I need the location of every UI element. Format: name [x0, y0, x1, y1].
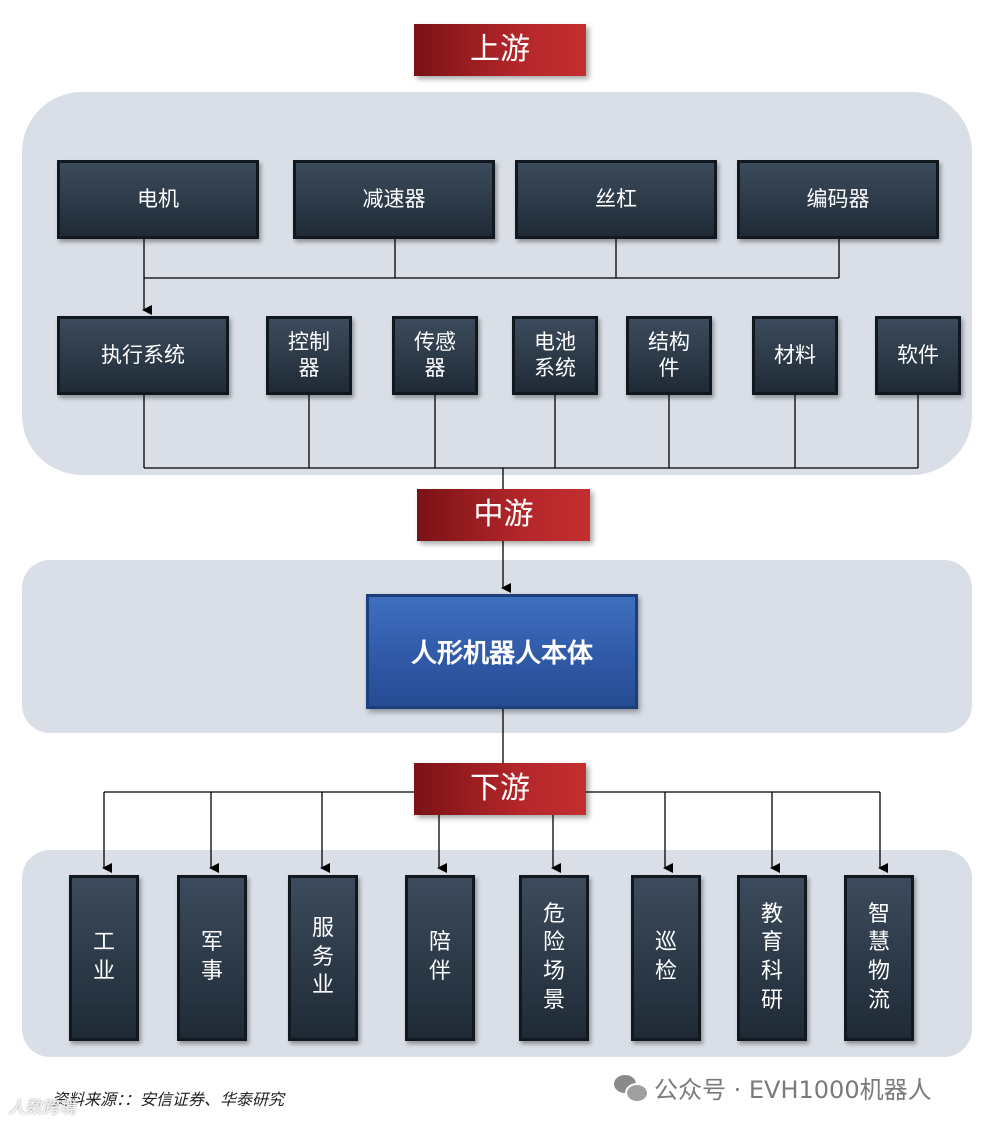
application-hazardous-scenes: 危险场景 — [519, 875, 589, 1041]
watermark-text: 公众号 · EVH1000机器人 — [654, 1076, 932, 1104]
application-industry: 工业 — [69, 875, 139, 1041]
watermark-left: 人数跨境 — [8, 1098, 76, 1118]
application-inspection: 巡检 — [631, 875, 701, 1041]
humanoid-robot-body: 人形机器人本体 — [366, 594, 638, 709]
component-materials: 材料 — [752, 316, 838, 395]
stage-midstream: 中游 — [417, 489, 590, 541]
application-smart-logistics: 智慧物流 — [844, 875, 914, 1041]
wechat-icon — [614, 1074, 649, 1103]
upstream-panel — [22, 92, 972, 475]
component-structural-parts: 结构件 — [626, 316, 712, 395]
component-reducer: 减速器 — [293, 160, 495, 239]
component-lead-screw: 丝杠 — [515, 160, 717, 239]
source-note: 资料来源：：安信证券、华泰研究 — [52, 1090, 285, 1109]
application-companionship: 陪伴 — [405, 875, 475, 1041]
component-controller: 控制器 — [266, 316, 352, 395]
stage-upstream: 上游 — [414, 24, 586, 76]
component-battery-system: 电池系统 — [512, 316, 598, 395]
component-actuation-system: 执行系统 — [57, 316, 229, 395]
application-education-research: 教育科研 — [737, 875, 807, 1041]
application-military: 军事 — [177, 875, 247, 1041]
application-service: 服务业 — [288, 875, 358, 1041]
stage-downstream: 下游 — [414, 763, 586, 815]
component-sensor: 传感器 — [392, 316, 478, 395]
component-software: 软件 — [875, 316, 961, 395]
component-encoder: 编码器 — [737, 160, 939, 239]
watermark-right: 公众号 · EVH1000机器人 — [614, 1070, 932, 1105]
component-motor: 电机 — [57, 160, 259, 239]
